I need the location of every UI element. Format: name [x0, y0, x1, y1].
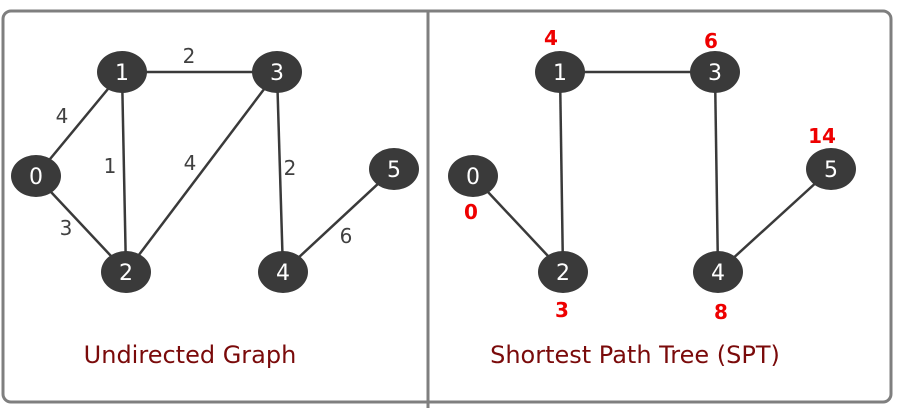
left-node-2-circle: [101, 251, 151, 293]
left-node-4-label: 4: [276, 261, 290, 286]
spt-node-4: 4: [693, 251, 743, 293]
left-graph-weights: 4 3 1 2 4 2 6: [56, 44, 353, 248]
left-node-4-circle: [258, 251, 308, 293]
left-graph-nodes: 0 1 2 3 4 5: [11, 51, 419, 293]
spt-node-3: 3: [690, 51, 740, 93]
spt-edges: [472, 70, 832, 273]
spt-nodes: 0 1 2 3 4 5: [448, 51, 856, 293]
left-node-5-label: 5: [387, 158, 401, 183]
spt-node-5: 5: [806, 148, 856, 190]
edge-weight-0-1: 4: [56, 104, 69, 128]
spt-node-3-circle: [690, 51, 740, 93]
left-panel-caption: Undirected Graph: [84, 341, 297, 369]
left-node-0: 0: [11, 155, 61, 197]
spt-node-0: 0: [448, 155, 498, 197]
edge-weight-2-3: 4: [184, 151, 197, 175]
left-node-1-label: 1: [115, 61, 129, 86]
left-node-2: 2: [101, 251, 151, 293]
edge-weight-1-2: 1: [104, 154, 117, 178]
spt-node-1-label: 1: [553, 61, 567, 86]
edge-weight-1-3: 2: [183, 44, 196, 68]
left-edge-0-1: [35, 71, 123, 177]
left-node-3-label: 3: [270, 61, 284, 86]
edge-weight-4-5: 6: [340, 224, 353, 248]
left-edge-1-2: [120, 71, 128, 273]
spt-edge-3-4: [713, 71, 720, 273]
spt-node-4-label: 4: [711, 261, 725, 286]
spt-node-5-label: 5: [824, 158, 838, 183]
distance-label-3: 6: [704, 29, 718, 53]
spt-node-2-circle: [538, 251, 588, 293]
left-node-5-circle: [369, 148, 419, 190]
spt-node-5-circle: [806, 148, 856, 190]
left-node-0-circle: [11, 155, 61, 197]
spt-edge-4-5: [717, 168, 832, 273]
spt-node-0-circle: [448, 155, 498, 197]
spt-node-1-circle: [535, 51, 585, 93]
edge-weight-3-4: 2: [284, 156, 297, 180]
distance-label-0: 0: [464, 200, 478, 224]
left-node-1: 1: [97, 51, 147, 93]
distance-label-2: 3: [555, 298, 569, 322]
spt-node-3-label: 3: [708, 61, 722, 86]
distance-label-5: 14: [808, 124, 836, 148]
spt-node-4-circle: [693, 251, 743, 293]
spt-node-1: 1: [535, 51, 585, 93]
left-node-4: 4: [258, 251, 308, 293]
spt-node-2: 2: [538, 251, 588, 293]
distance-label-1: 4: [544, 26, 558, 50]
spt-edge-1-2: [558, 71, 565, 273]
distance-label-4: 8: [714, 300, 728, 324]
left-node-1-circle: [97, 51, 147, 93]
left-node-0-label: 0: [29, 165, 43, 190]
left-edge-4-5: [282, 168, 395, 273]
left-node-2-label: 2: [119, 261, 133, 286]
left-edge-3-4: [275, 71, 285, 273]
spt-node-0-label: 0: [466, 165, 480, 190]
left-edge-2-3: [125, 71, 278, 273]
left-node-3: 3: [252, 51, 302, 93]
left-node-3-circle: [252, 51, 302, 93]
diagram-frame: [1, 9, 893, 404]
edge-weight-0-2: 3: [60, 216, 73, 240]
spt-node-2-label: 2: [556, 261, 570, 286]
right-panel-caption: Shortest Path Tree (SPT): [490, 341, 780, 369]
left-node-5: 5: [369, 148, 419, 190]
